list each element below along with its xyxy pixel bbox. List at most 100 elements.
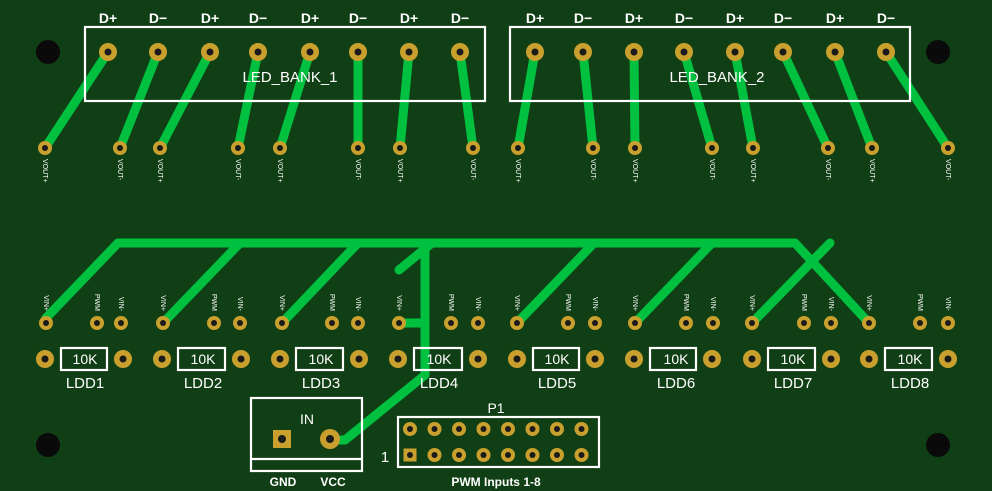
led-bank-pad: [301, 43, 319, 61]
resistor-pad: [822, 350, 840, 368]
pwm-header-designator: P1: [487, 400, 504, 416]
vcc-label: VCC: [320, 475, 346, 489]
pwm-pad: [913, 316, 927, 330]
led-bank-pad: [99, 43, 117, 61]
vin-trace: [790, 238, 874, 328]
vout-pad: [821, 141, 835, 155]
mounting-hole: [36, 40, 60, 64]
vcc-pad: [320, 429, 340, 449]
resistor-value: 10K: [664, 351, 690, 367]
resistor-pad: [469, 350, 487, 368]
d-minus-label: D−: [149, 10, 167, 26]
vout-pad: [746, 141, 760, 155]
d-minus-label: D−: [877, 10, 895, 26]
d-plus-label: D+: [301, 10, 319, 26]
pwm-header-pin: [501, 448, 515, 462]
resistor-value: 10K: [309, 351, 335, 367]
resistor-pad: [860, 350, 878, 368]
resistor-pad: [114, 350, 132, 368]
resistor-value: 10K: [427, 351, 453, 367]
driver-pin-label: VIN-: [236, 297, 243, 312]
resistor-pad: [939, 350, 957, 368]
driver-pin-label: VIN+: [42, 295, 49, 311]
pads-layer: [36, 40, 957, 462]
vout-pad: [351, 141, 365, 155]
driver-pin-label: VIN+: [395, 295, 402, 311]
led-bank-outline: [508, 25, 912, 103]
driver-pin-label: PWM: [93, 294, 100, 311]
vout-pad: [941, 141, 955, 155]
led-bank-pad: [249, 43, 267, 61]
labels-layer: D+D−D+D−D+D−D+D−D+D−D+D−D+D−D+D−LED_BANK…: [41, 10, 951, 489]
pwm-header-pin: [476, 422, 491, 436]
vin-plus-pad: [862, 316, 876, 330]
d-minus-label: D−: [774, 10, 792, 26]
pwm-pad: [444, 316, 458, 330]
d-plus-label: D+: [526, 10, 544, 26]
vin-plus-pad: [39, 316, 53, 330]
led-bank-outline: [83, 25, 487, 103]
led-bank-pad: [149, 43, 167, 61]
driver-pin-label: VIN-: [474, 297, 481, 312]
d-plus-label: D+: [201, 10, 219, 26]
vout-label: VOUT-: [589, 159, 596, 181]
driver-designator: LDD6: [657, 375, 695, 392]
vout-pad: [393, 141, 407, 155]
pwm-pad: [207, 316, 221, 330]
driver-pin-label: VIN+: [513, 295, 520, 311]
mounting-hole: [926, 433, 950, 457]
vin-plus-pad: [392, 316, 406, 330]
d-plus-label: D+: [726, 10, 744, 26]
power-connector-title: IN: [300, 411, 314, 427]
vin-trace: [512, 238, 599, 328]
led-bank-pad: [675, 43, 693, 61]
driver-pin-label: VIN-: [354, 297, 361, 312]
vout-label: VOUT+: [868, 159, 875, 183]
driver-designator: LDD3: [302, 375, 340, 392]
pwm-header-pin: [574, 422, 589, 436]
resistor-pad: [232, 350, 250, 368]
resistor-body: [412, 346, 464, 372]
vout-label: VOUT+: [156, 159, 163, 183]
resistor-body: [176, 346, 227, 372]
driver-pin-label: PWM: [682, 294, 689, 311]
driver-pin-label: PWM: [328, 294, 335, 311]
led-trace: [40, 47, 113, 153]
vin-minus-pad: [941, 316, 955, 330]
resistor-pad: [350, 350, 368, 368]
d-minus-label: D−: [451, 10, 469, 26]
resistor-body: [294, 346, 345, 372]
pwm-pad: [797, 316, 811, 330]
gnd-label: GND: [270, 475, 297, 489]
vin-minus-pad: [233, 316, 247, 330]
vout-label: VOUT+: [276, 159, 283, 183]
mounting-hole: [36, 433, 60, 457]
d-minus-label: D−: [249, 10, 267, 26]
led-bank-pad: [726, 43, 744, 61]
pwm-header-pin: [550, 422, 564, 436]
driver-pin-label: VIN+: [748, 295, 755, 311]
driver-designator: LDD8: [891, 375, 929, 392]
pwm-header-outline: [396, 415, 601, 469]
pwm-header-pin: [525, 422, 540, 436]
led-bank-pad: [625, 43, 643, 61]
led-bank-pad: [400, 43, 418, 61]
led-bank-pad: [877, 43, 895, 61]
gnd-pad: [273, 430, 291, 448]
driver-pin-label: PWM: [916, 294, 923, 311]
driver-pin-label: VIN+: [631, 295, 638, 311]
led-bank-pad: [201, 43, 219, 61]
resistor-body: [766, 346, 817, 372]
pwm-header-caption: PWM Inputs 1-8: [451, 475, 541, 489]
vout-label: VOUT-: [234, 159, 241, 181]
vout-label: VOUT+: [631, 159, 638, 183]
driver-pin-label: PWM: [564, 294, 571, 311]
driver-pin-label: VIN+: [159, 295, 166, 311]
pwm-header-pin: [452, 422, 466, 436]
pwm-header-pin: [476, 448, 491, 462]
vin-minus-pad: [588, 316, 602, 330]
vout-pad: [586, 141, 600, 155]
resistor-value: 10K: [898, 351, 924, 367]
vin-trace: [747, 238, 835, 328]
